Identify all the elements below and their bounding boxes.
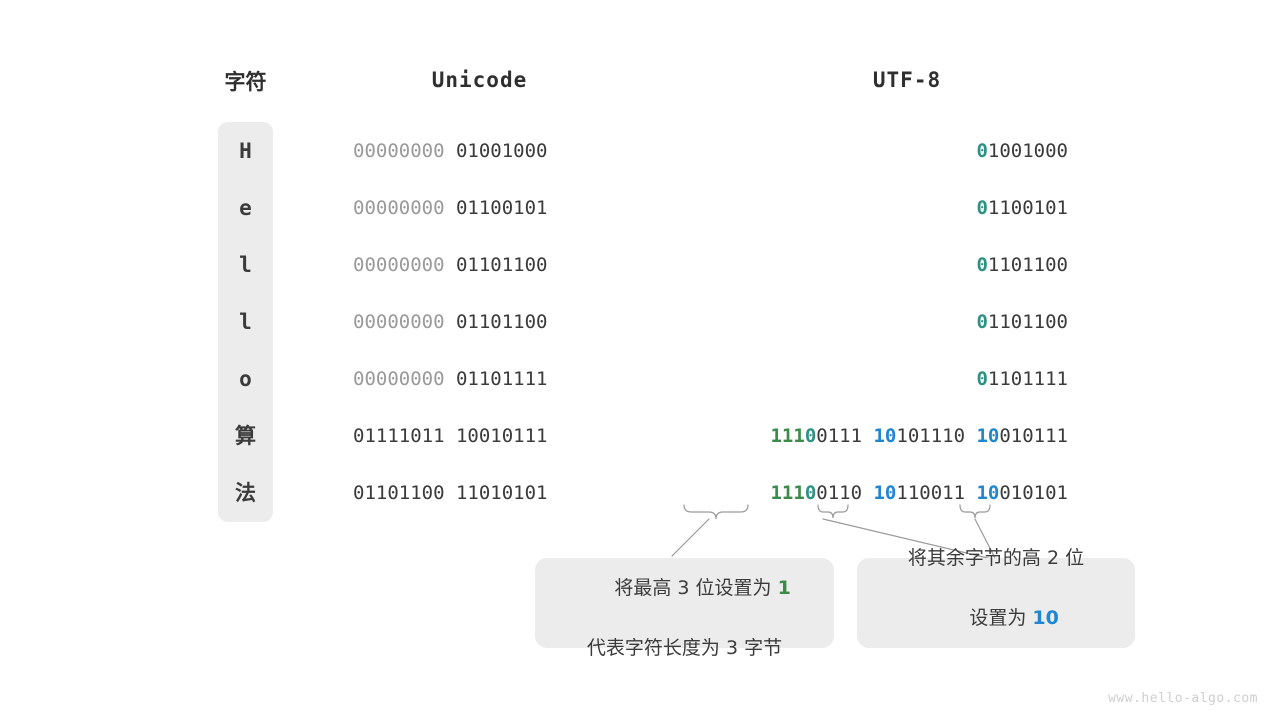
callout-leading-bits: 将最高 3 位设置为 1 代表字符长度为 3 字节	[535, 558, 834, 659]
character-cell: 法	[235, 481, 256, 505]
utf8-prefix-bits: 10	[976, 482, 1000, 504]
callout-1-line-1-text: 将最高 3 位设置为	[614, 577, 778, 599]
utf8-payload-bits: 0110	[816, 482, 863, 504]
unicode-binary-row: 01111011 10010111	[353, 424, 613, 448]
unicode-low-byte: 01101100	[455, 254, 548, 276]
column-header-unicode: Unicode	[431, 68, 528, 92]
character-cell: e	[239, 196, 252, 220]
unicode-low-byte: 01101111	[455, 368, 548, 390]
unicode-binary-row: 00000000 01101111	[353, 367, 613, 391]
utf8-payload-bits: 101110	[896, 425, 966, 447]
utf8-binary-row: 01001000	[628, 139, 1068, 163]
callout-1-highlight: 1	[777, 577, 791, 599]
utf8-prefix-bits: 0	[976, 311, 988, 333]
column-header-utf8: UTF-8	[872, 68, 942, 92]
column-header-character: 字符	[224, 70, 267, 94]
byte-separator	[965, 482, 976, 504]
utf8-payload-bits: 010101	[999, 482, 1068, 504]
callout-2-highlight: 10	[1032, 607, 1059, 629]
utf8-binary-row: 01101100	[628, 310, 1068, 334]
utf8-prefix-bits: 0	[976, 140, 988, 162]
watermark: www.hello-algo.com	[1108, 691, 1258, 706]
character-cell: l	[239, 310, 252, 334]
utf8-payload-bits: 1101100	[987, 254, 1068, 276]
unicode-binary-row: 00000000 01101100	[353, 253, 613, 277]
character-cell: 算	[235, 424, 256, 448]
unicode-binary-row: 00000000 01101100	[353, 310, 613, 334]
byte-separator	[862, 482, 873, 504]
utf8-payload-bits: 0111	[816, 425, 863, 447]
unicode-high-byte: 00000000	[353, 368, 456, 390]
utf8-prefix-bits: 10	[873, 482, 897, 504]
utf8-binary-row: 11100110 10110011 10010101	[628, 481, 1068, 505]
unicode-high-byte: 00000000	[353, 197, 456, 219]
unicode-low-byte: 10010111	[455, 425, 548, 447]
utf8-prefix-bits: 0	[976, 254, 988, 276]
utf8-prefix-bits: 111	[770, 482, 805, 504]
unicode-high-byte: 00000000	[353, 254, 456, 276]
unicode-high-byte: 00000000	[353, 311, 456, 333]
utf8-prefix-bits: 0	[976, 197, 988, 219]
utf8-payload-bits: 110011	[896, 482, 966, 504]
utf8-binary-row: 01101111	[628, 367, 1068, 391]
utf8-payload-bits: 1101111	[987, 368, 1068, 390]
utf8-binary-row: 01101100	[628, 253, 1068, 277]
unicode-low-byte: 11010101	[455, 482, 548, 504]
unicode-low-byte: 01101100	[455, 311, 548, 333]
utf8-binary-row: 01100101	[628, 196, 1068, 220]
callout-2-line-2: 设置为 10	[933, 573, 1059, 663]
unicode-high-byte: 00000000	[353, 140, 456, 162]
utf8-prefix-bits: 111	[770, 425, 805, 447]
utf8-prefix-terminator-bit: 0	[804, 482, 817, 504]
character-cell: l	[239, 253, 252, 277]
utf8-prefix-terminator-bit: 0	[804, 425, 817, 447]
unicode-high-byte: 01101100	[353, 482, 456, 504]
utf8-prefix-bits: 0	[976, 368, 988, 390]
unicode-binary-row: 01101100 11010101	[353, 481, 613, 505]
utf8-prefix-bits: 10	[873, 425, 897, 447]
callout-1-line-2: 代表字符长度为 3 字节	[586, 637, 783, 659]
byte-separator	[965, 425, 976, 447]
utf8-payload-bits: 1101100	[987, 311, 1068, 333]
character-cell: H	[239, 139, 252, 163]
utf8-payload-bits: 1100101	[987, 197, 1068, 219]
character-cell: o	[239, 367, 252, 391]
callout-2-line-1: 将其余字节的高 2 位	[907, 547, 1085, 569]
utf8-payload-bits: 1001000	[987, 140, 1068, 162]
utf8-binary-row: 11100111 10101110 10010111	[628, 424, 1068, 448]
unicode-binary-row: 00000000 01100101	[353, 196, 613, 220]
callout-continuation-bits: 将其余字节的高 2 位 设置为 10	[857, 547, 1135, 648]
utf8-payload-bits: 010111	[999, 425, 1068, 447]
callout-1-line-1: 将最高 3 位设置为 1	[578, 543, 791, 633]
callout-2-line-2-text: 设置为	[969, 607, 1033, 629]
unicode-low-byte: 01001000	[455, 140, 548, 162]
unicode-binary-row: 00000000 01001000	[353, 139, 613, 163]
byte-separator	[862, 425, 873, 447]
utf8-prefix-bits: 10	[976, 425, 1000, 447]
unicode-low-byte: 01100101	[455, 197, 548, 219]
unicode-high-byte: 01111011	[353, 425, 456, 447]
